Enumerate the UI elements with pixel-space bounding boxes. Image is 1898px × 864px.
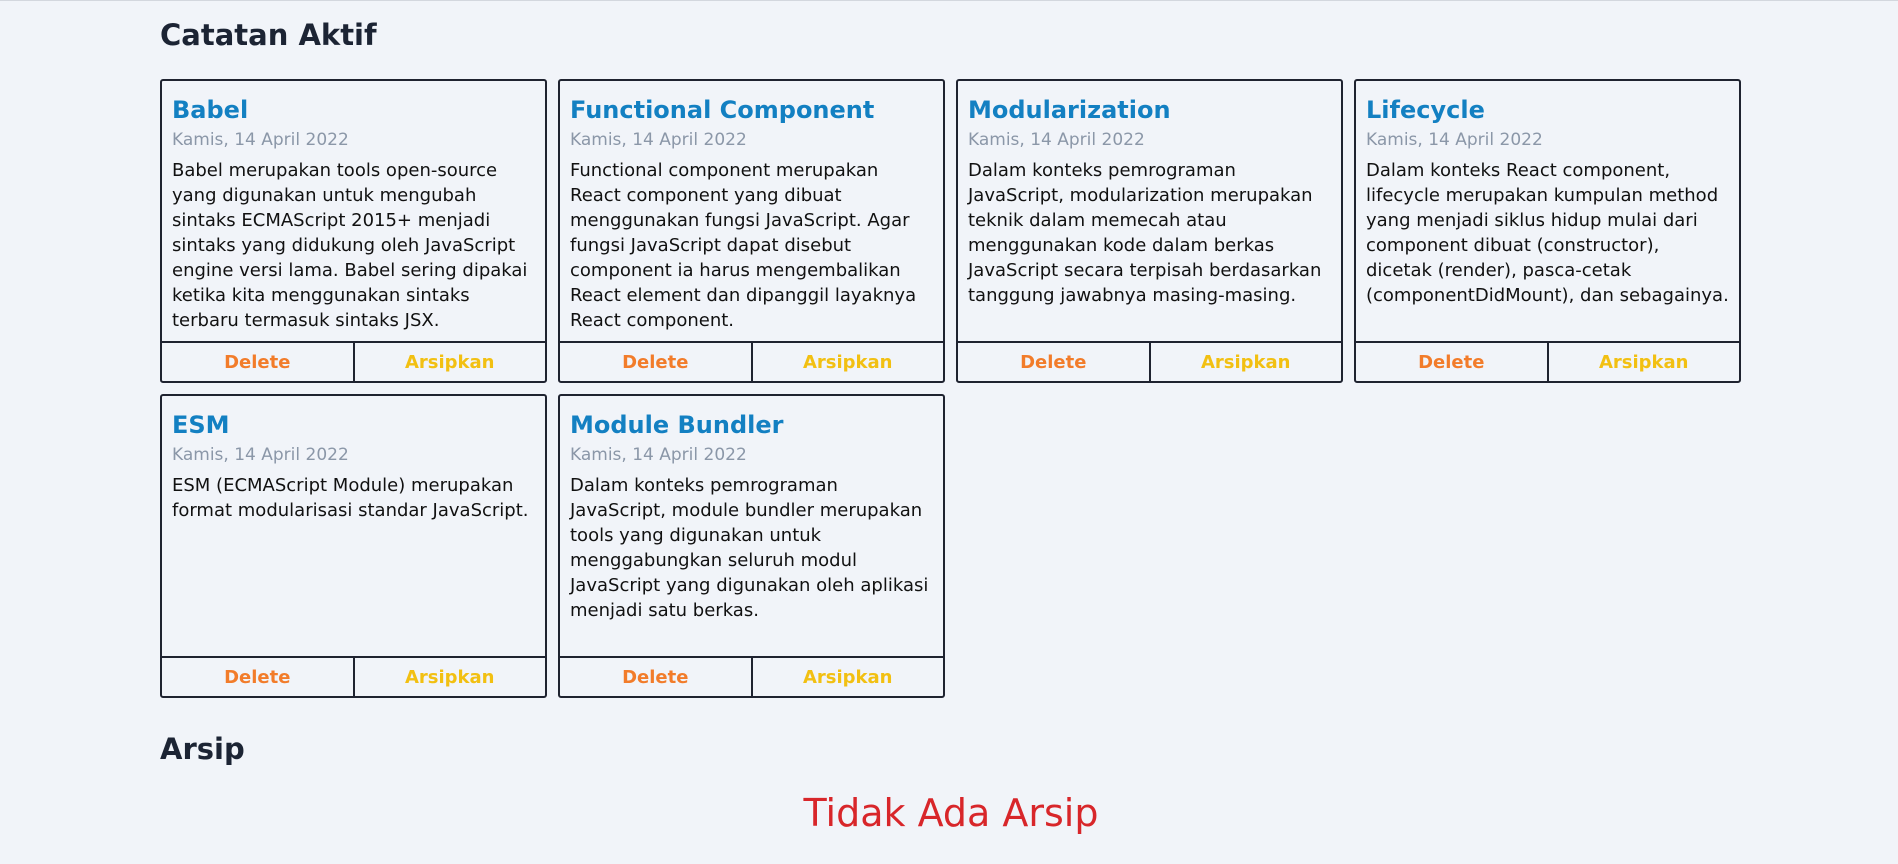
note-date: Kamis, 14 April 2022 [570,445,747,465]
note-title: Modularization [968,96,1171,124]
note-body: Modularization Kamis, 14 April 2022 Dala… [958,81,1341,341]
note-body: ESM Kamis, 14 April 2022 ESM (ECMAScript… [162,396,545,656]
active-notes-list: Babel Kamis, 14 April 2022 Babel merupak… [160,79,1742,698]
note-actions: Delete Arsipkan [162,341,545,381]
archive-button[interactable]: Arsipkan [355,658,546,696]
note-actions: Delete Arsipkan [162,656,545,696]
note-title: Babel [172,96,249,124]
delete-button[interactable]: Delete [1356,343,1549,381]
archive-button[interactable]: Arsipkan [753,343,944,381]
note-card: Lifecycle Kamis, 14 April 2022 Dalam kon… [1354,79,1741,383]
note-body: Babel Kamis, 14 April 2022 Babel merupak… [162,81,545,341]
delete-button[interactable]: Delete [560,343,753,381]
note-card: ESM Kamis, 14 April 2022 ESM (ECMAScript… [160,394,547,698]
delete-button[interactable]: Delete [162,343,355,381]
note-text: Dalam konteks pemrograman JavaScript, mo… [570,475,929,621]
note-card: Modularization Kamis, 14 April 2022 Dala… [956,79,1343,383]
delete-button[interactable]: Delete [958,343,1151,381]
note-title: Module Bundler [570,411,784,439]
note-body: Module Bundler Kamis, 14 April 2022 Dala… [560,396,943,656]
note-text: Babel merupakan tools open-source yang d… [172,160,528,331]
note-text: Functional component merupakan React com… [570,160,917,331]
note-title: Lifecycle [1366,96,1485,124]
active-notes-heading: Catatan Aktif [160,18,377,52]
note-card: Functional Component Kamis, 14 April 202… [558,79,945,383]
note-actions: Delete Arsipkan [560,341,943,381]
note-date: Kamis, 14 April 2022 [570,130,747,150]
note-actions: Delete Arsipkan [560,656,943,696]
note-body: Functional Component Kamis, 14 April 202… [560,81,943,341]
archive-button[interactable]: Arsipkan [753,658,944,696]
archive-button[interactable]: Arsipkan [1151,343,1342,381]
note-text: ESM (ECMAScript Module) merupakan format… [172,475,529,521]
note-title: ESM [172,411,230,439]
empty-archive-message: Tidak Ada Arsip [803,791,1099,835]
note-card: Module Bundler Kamis, 14 April 2022 Dala… [558,394,945,698]
note-date: Kamis, 14 April 2022 [172,445,349,465]
archive-button[interactable]: Arsipkan [355,343,546,381]
note-actions: Delete Arsipkan [958,341,1341,381]
note-date: Kamis, 14 April 2022 [172,130,349,150]
note-date: Kamis, 14 April 2022 [968,130,1145,150]
note-body: Lifecycle Kamis, 14 April 2022 Dalam kon… [1356,81,1739,341]
archive-heading: Arsip [160,732,245,766]
note-text: Dalam konteks pemrograman JavaScript, mo… [968,160,1322,306]
note-date: Kamis, 14 April 2022 [1366,130,1543,150]
archive-button[interactable]: Arsipkan [1549,343,1740,381]
note-title: Functional Component [570,96,875,124]
note-actions: Delete Arsipkan [1356,341,1739,381]
delete-button[interactable]: Delete [162,658,355,696]
note-text: Dalam konteks React component, lifecycle… [1366,160,1729,306]
note-card: Babel Kamis, 14 April 2022 Babel merupak… [160,79,547,383]
delete-button[interactable]: Delete [560,658,753,696]
